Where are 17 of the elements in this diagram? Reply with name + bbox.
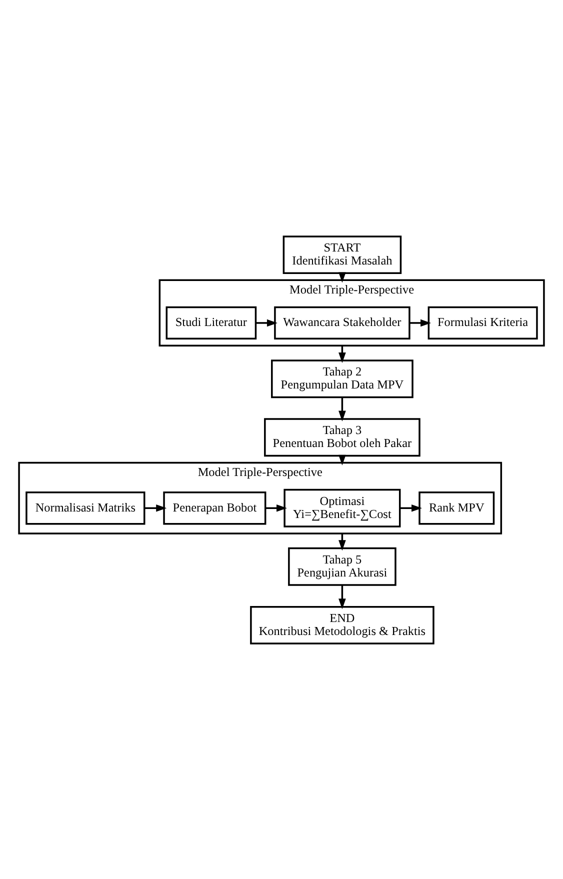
- node-box: Rank MPV: [418, 491, 495, 524]
- node-box: Tahap 5 Pengujian Akurasi: [288, 546, 396, 586]
- arrow: [410, 318, 432, 326]
- arrow: [338, 584, 346, 609]
- arrow: [144, 504, 167, 512]
- node-box: Wawancara Stakeholder: [274, 306, 410, 340]
- node-box: Formulasi Kriteria: [428, 306, 538, 340]
- arrow: [256, 318, 278, 326]
- node-box: END Kontribusi Metodologis & Praktis: [250, 605, 434, 644]
- node-box: Tahap 2 Pengumpulan Data MPV: [271, 359, 414, 398]
- node-box: Optimasi Yi=∑Benefit-∑Cost: [284, 488, 401, 527]
- node-box: Studi Literatur: [166, 306, 257, 340]
- arrow: [400, 504, 422, 512]
- node-box: Normalisasi Matriks: [26, 491, 146, 524]
- node-box: Penerapan Bobot: [163, 491, 266, 524]
- arrow: [266, 504, 288, 512]
- arrow: [338, 396, 346, 421]
